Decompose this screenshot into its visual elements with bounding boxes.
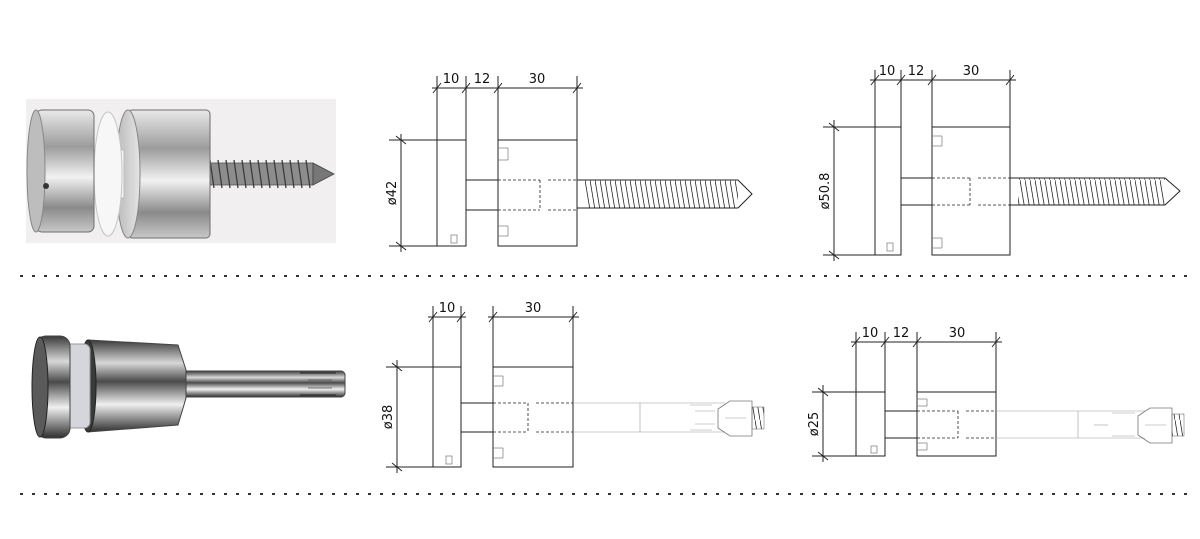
wood-screw-standoff-photo <box>26 99 336 243</box>
technical-drawing-d50-8: 10 12 30 ø50.8 <box>818 64 1181 261</box>
technical-drawing-d38: 10 30 ø38 <box>381 301 765 473</box>
dim-diameter: ø42 <box>385 181 400 206</box>
dim-gap-length: 12 <box>893 326 910 341</box>
dim-body-length: 30 <box>529 72 546 87</box>
dim-cap-length: 10 <box>439 301 456 316</box>
dim-gap-length: 12 <box>908 64 925 79</box>
dim-diameter: ø25 <box>807 412 822 437</box>
wood-screw-icon <box>1010 177 1181 206</box>
dim-cap-length: 10 <box>443 72 460 87</box>
technical-drawing-d42: 10 12 30 ø42 <box>385 72 753 252</box>
wood-screw-icon <box>577 179 753 209</box>
technical-drawing-d25: 10 12 30 ø25 <box>807 326 1185 462</box>
screw-thread-icon <box>204 159 335 189</box>
dim-diameter: ø50.8 <box>818 173 833 210</box>
dim-gap-length: 12 <box>474 72 491 87</box>
dim-cap-length: 10 <box>862 326 879 341</box>
dim-cap-length: 10 <box>879 64 896 79</box>
dim-body-length: 30 <box>525 301 542 316</box>
dim-diameter: ø38 <box>381 405 396 430</box>
expansion-anchor-icon <box>573 400 765 437</box>
anchor-bolt-standoff-photo <box>31 335 346 439</box>
dim-body-length: 30 <box>949 326 966 341</box>
expansion-anchor-icon <box>996 407 1185 444</box>
dim-body-length: 30 <box>963 64 980 79</box>
